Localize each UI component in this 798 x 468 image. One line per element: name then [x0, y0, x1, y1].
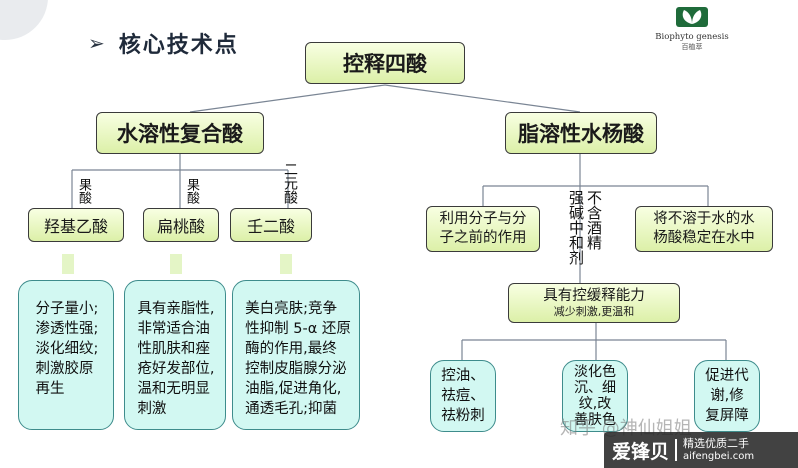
- watermark-tagline: 精选优质二手: [683, 437, 750, 450]
- watermark-url: aifengbei.com: [683, 451, 755, 462]
- mechanism-node-molecular: 利用分子与分 子之前的作用: [426, 206, 540, 252]
- desc-card-mandelic: 具有亲脂性, 非常适合油 性肌肤和痤 疮好发部位, 温和无明显 刺激: [124, 280, 226, 430]
- root-node: 控释四酸: [305, 42, 465, 84]
- release-node: 具有控缓释能力 减少刺激,更温和: [508, 283, 680, 323]
- watermark-badge: 爱锋贝 精选优质二手 aifengbei.com: [604, 432, 798, 468]
- connector-label-1: 果酸: [76, 178, 91, 204]
- effect-card-oil-control: 控油、 祛痘、 祛粉刺: [430, 360, 496, 432]
- brand-logo: Biophyto genesis 百植萃: [650, 6, 734, 56]
- vertical-label-alcohol: 不含酒精: [585, 190, 603, 250]
- branch-left-label: 水溶性复合酸: [117, 122, 243, 146]
- logo-sub-text: 百植萃: [681, 43, 703, 51]
- effect-text: 促进代 谢,修 复屏障: [705, 368, 749, 424]
- effect-text: 控油、 祛痘、 祛粉刺: [441, 368, 485, 424]
- branch-fat-soluble: 脂溶性水杨酸: [505, 112, 657, 154]
- vertical-label-base: 强碱中和剂: [567, 190, 585, 265]
- watermark-divider: [675, 439, 678, 461]
- acid-node-azelaic: 壬二酸: [230, 208, 312, 242]
- acid-node-glycolic: 羟基乙酸: [28, 208, 124, 242]
- page-title: 核心技术点: [118, 33, 239, 58]
- mechanism-node-stabilize: 将不溶于水的水 杨酸稳定在水中: [635, 206, 773, 252]
- connector-label-2: 果酸: [184, 178, 199, 204]
- acid-label: 扁桃酸: [156, 217, 205, 236]
- effect-card-barrier: 促进代 谢,修 复屏障: [694, 360, 760, 432]
- logo-brand-text: Biophyto genesis: [655, 32, 729, 42]
- desc-text: 具有亲脂性, 非常适合油 性肌肤和痤 疮好发部位, 温和无明显 刺激: [137, 301, 215, 417]
- acid-node-mandelic: 扁桃酸: [143, 208, 219, 242]
- branch-right-label: 脂溶性水杨酸: [518, 122, 644, 146]
- mechanism-label: 将不溶于水的水 杨酸稳定在水中: [653, 211, 755, 246]
- watermark-site-name: 爱锋贝: [612, 440, 670, 463]
- desc-card-azelaic: 美白亮肤;竞争 性抑制 5-α 还原 酶的作用,最终 控制皮脂腺分泌 油脂,促进…: [232, 280, 360, 430]
- desc-card-glycolic: 分子量小; 渗透性强; 淡化细纹; 刺激胶原 再生: [18, 280, 114, 430]
- release-label: 具有控缓释能力: [543, 288, 645, 304]
- acid-label: 羟基乙酸: [43, 217, 108, 236]
- leaf-logo-icon: [676, 7, 708, 27]
- effect-card-brightening: 淡化色 沉、细 纹,改 善肤色: [562, 360, 628, 432]
- root-label: 控释四酸: [343, 52, 427, 76]
- release-sub-label: 减少刺激,更温和: [553, 305, 635, 318]
- desc-text: 分子量小; 渗透性强; 淡化细纹; 刺激胶原 再生: [35, 301, 99, 397]
- desc-text: 美白亮肤;竞争 性抑制 5-α 还原 酶的作用,最终 控制皮脂腺分泌 油脂,促进…: [245, 301, 351, 417]
- effect-text: 淡化色 沉、细 纹,改 善肤色: [574, 364, 616, 428]
- branch-water-soluble: 水溶性复合酸: [96, 112, 264, 154]
- arrow-bullet-icon: ➢: [88, 31, 105, 55]
- header: ➢ 核心技术点: [88, 28, 239, 58]
- mechanism-label: 利用分子与分 子之前的作用: [439, 211, 527, 246]
- acid-label: 壬二酸: [246, 217, 295, 236]
- connector-label-3: 二元酸: [282, 162, 298, 204]
